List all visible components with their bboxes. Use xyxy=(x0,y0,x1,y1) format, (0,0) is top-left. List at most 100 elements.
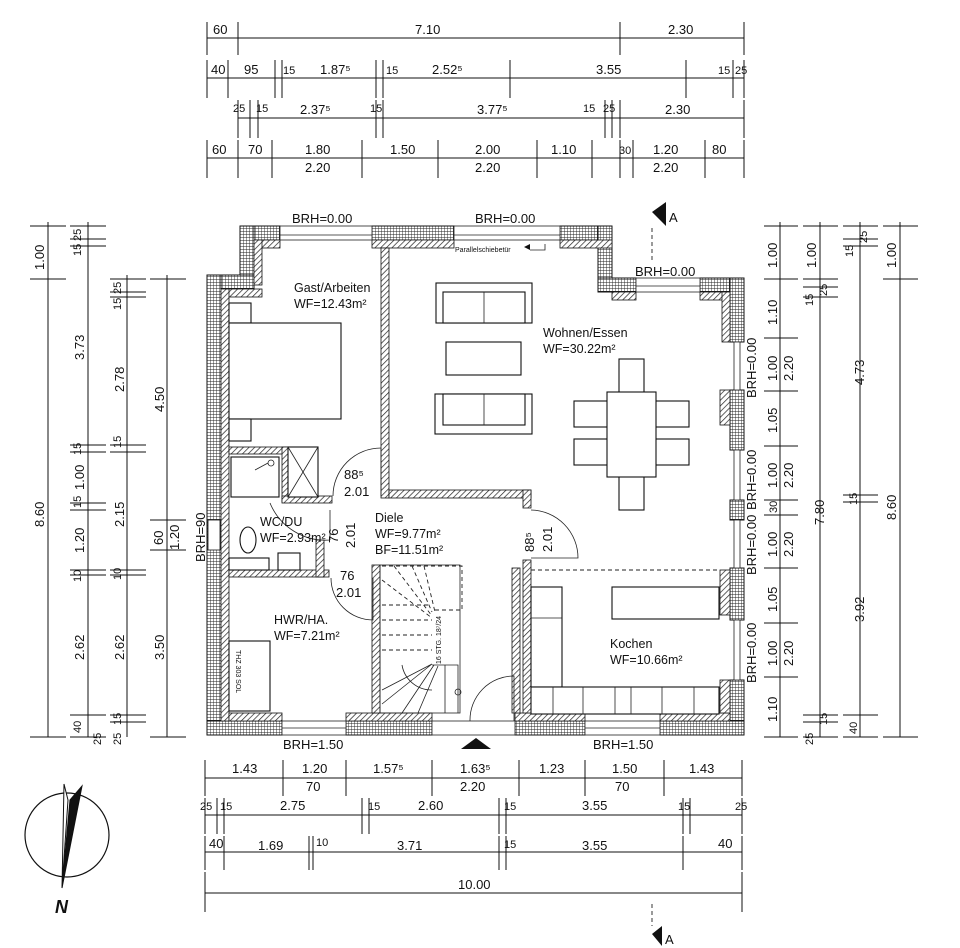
windows xyxy=(279,225,741,736)
dim-text: 60 xyxy=(212,142,226,157)
svg-text:15: 15 xyxy=(112,713,124,725)
svg-text:15: 15 xyxy=(72,244,84,256)
room-labels: Gast/Arbeiten WF=12.43m² Wohnen/Essen WF… xyxy=(260,281,683,667)
svg-text:BRH=1.50: BRH=1.50 xyxy=(283,737,343,752)
svg-text:1.00: 1.00 xyxy=(765,356,780,381)
toilet xyxy=(228,526,301,571)
svg-text:2.62: 2.62 xyxy=(112,635,127,660)
svg-text:A: A xyxy=(665,932,674,947)
exterior-walls xyxy=(206,225,745,736)
svg-text:3.73: 3.73 xyxy=(72,335,87,360)
svg-text:15: 15 xyxy=(72,496,84,508)
dim-text: 15 xyxy=(718,65,730,77)
svg-text:1.00: 1.00 xyxy=(884,243,899,268)
svg-text:1.00: 1.00 xyxy=(804,243,819,268)
svg-text:3.92: 3.92 xyxy=(852,597,867,622)
svg-text:1.10: 1.10 xyxy=(765,300,780,325)
svg-text:2.20: 2.20 xyxy=(781,532,796,557)
svg-text:2.01: 2.01 xyxy=(343,523,358,548)
svg-text:1.57⁵: 1.57⁵ xyxy=(373,761,404,776)
svg-text:2.60: 2.60 xyxy=(418,798,443,813)
room-name: Gast/Arbeiten xyxy=(294,281,370,295)
dim-text: 1.50 xyxy=(390,142,415,157)
svg-text:1.43: 1.43 xyxy=(689,761,714,776)
svg-text:1.20: 1.20 xyxy=(302,761,327,776)
svg-text:BRH=0.00: BRH=0.00 xyxy=(744,450,759,510)
dim-text: 3.55 xyxy=(596,62,621,77)
svg-text:3.50: 3.50 xyxy=(152,635,167,660)
svg-text:7.80: 7.80 xyxy=(812,500,827,525)
svg-text:1.20: 1.20 xyxy=(72,528,87,553)
door-annotations: 88⁵ 2.01 76 2.01 76 2.01 88⁵ 2.01 xyxy=(326,467,555,600)
compass-needle-icon xyxy=(61,784,83,889)
svg-text:25: 25 xyxy=(804,733,816,745)
svg-text:2.01: 2.01 xyxy=(336,585,361,600)
svg-text:10: 10 xyxy=(72,570,84,582)
svg-text:70: 70 xyxy=(615,779,629,794)
svg-text:8.60: 8.60 xyxy=(32,502,47,527)
bed xyxy=(228,302,342,442)
sliding-door-annotation: Parallelschiebetür xyxy=(455,244,546,254)
dim-text: 2.52⁵ xyxy=(432,62,463,77)
svg-text:BRH=0.00: BRH=0.00 xyxy=(744,623,759,683)
dim-text: 1.80 xyxy=(305,142,330,157)
svg-text:15: 15 xyxy=(818,713,830,725)
dim-text: 15 xyxy=(256,103,268,115)
svg-text:1.05: 1.05 xyxy=(765,587,780,612)
svg-text:4.73: 4.73 xyxy=(852,360,867,385)
svg-text:1.00: 1.00 xyxy=(765,641,780,666)
svg-text:BRH=1.50: BRH=1.50 xyxy=(593,737,653,752)
dim-text: 2.00 xyxy=(475,142,500,157)
svg-text:2.20: 2.20 xyxy=(460,779,485,794)
dimension-chains-right: 1.00 1.10 1.00 2.20 1.05 1.00 2.20 30 1.… xyxy=(764,222,918,745)
svg-text:1.63⁵: 1.63⁵ xyxy=(460,761,491,776)
svg-text:25: 25 xyxy=(72,229,84,241)
room-area: WF=7.21m² xyxy=(274,629,340,643)
dim-text: 7.10 xyxy=(415,22,440,37)
section-marker-top: A xyxy=(651,202,678,262)
svg-text:25: 25 xyxy=(92,733,104,745)
stair-label: 16 STG. 18⁷/24 xyxy=(436,616,443,664)
dim-text: 25 xyxy=(603,103,615,115)
svg-text:Parallelschiebetür: Parallelschiebetür xyxy=(455,247,511,254)
svg-text:10.00: 10.00 xyxy=(458,877,491,892)
svg-text:1.00: 1.00 xyxy=(765,532,780,557)
svg-text:1.05: 1.05 xyxy=(765,408,780,433)
svg-text:88⁵: 88⁵ xyxy=(522,532,537,552)
svg-text:40: 40 xyxy=(848,722,860,734)
dim-text: 70 xyxy=(248,142,262,157)
doors xyxy=(269,447,579,722)
dim-text: 25 xyxy=(735,65,747,77)
room-name: Diele xyxy=(375,511,404,525)
svg-text:1.23: 1.23 xyxy=(539,761,564,776)
north-label: N xyxy=(55,897,69,917)
svg-text:15: 15 xyxy=(72,443,84,455)
svg-text:2.15: 2.15 xyxy=(112,502,127,527)
dim-text: 15 xyxy=(583,103,595,115)
svg-text:1.50: 1.50 xyxy=(612,761,637,776)
dim-text: 1.10 xyxy=(551,142,576,157)
north-arrow: N xyxy=(24,783,110,917)
shower xyxy=(230,446,319,498)
svg-text:60: 60 xyxy=(151,531,166,545)
room-name: HWR/HA. xyxy=(274,613,328,627)
sofa-top xyxy=(435,282,533,324)
dining-table xyxy=(573,358,690,511)
dim-text: 3.77⁵ xyxy=(477,102,508,117)
svg-text:2.20: 2.20 xyxy=(781,641,796,666)
dim-text: 1.20 xyxy=(653,142,678,157)
dim-text: 2.20 xyxy=(305,160,330,175)
svg-text:25: 25 xyxy=(735,801,747,813)
dim-text: 2.30 xyxy=(668,22,693,37)
dim-text: 2.20 xyxy=(653,160,678,175)
svg-text:1.00: 1.00 xyxy=(32,245,47,270)
svg-text:3.71: 3.71 xyxy=(397,838,422,853)
svg-text:25: 25 xyxy=(200,801,212,813)
dim-text: 30 xyxy=(619,145,631,157)
svg-text:88⁵: 88⁵ xyxy=(344,467,364,482)
room-name: Kochen xyxy=(610,637,652,651)
svg-text:3.55: 3.55 xyxy=(582,798,607,813)
dim-text: 15 xyxy=(370,103,382,115)
svg-text:BRH=0.00: BRH=0.00 xyxy=(475,211,535,226)
